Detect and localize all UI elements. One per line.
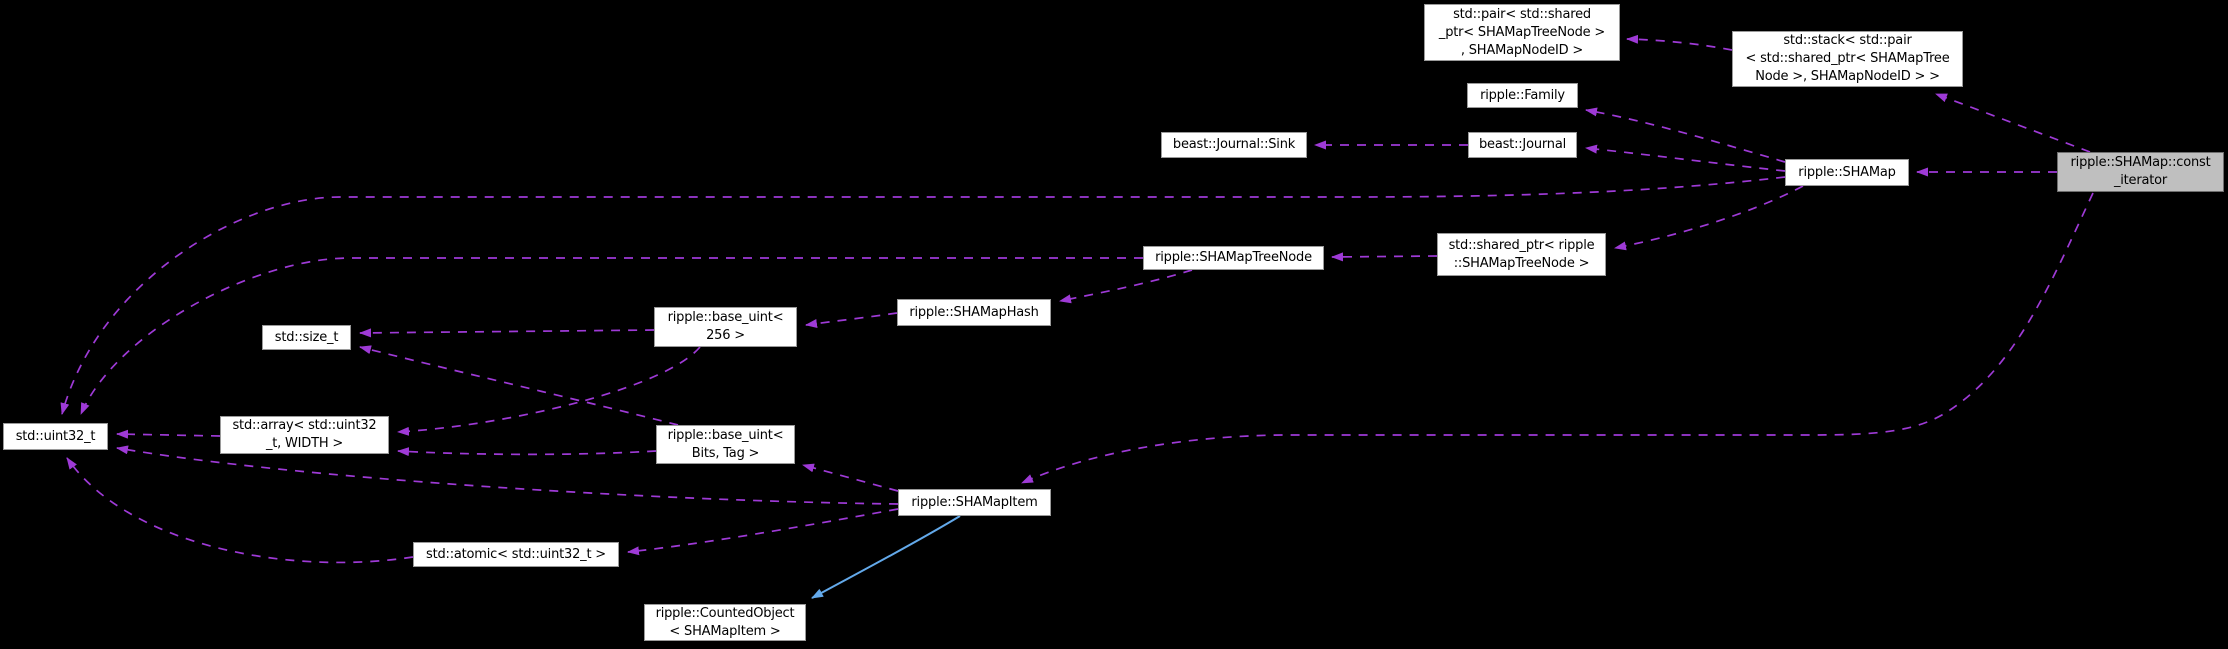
edge-shamap-to-shared-ptr [1614,185,1804,251]
node-std-atomic-uint32[interactable]: std::atomic< std::uint32_t > [413,542,619,567]
node-shamap-const-iterator: ripple::SHAMap::const _iterator [2057,152,2224,192]
edge-shamap-to-uint32-t [60,176,1786,415]
node-shared-ptr-tree-node[interactable]: std::shared_ptr< ripple ::SHAMapTreeNode… [1437,233,1606,276]
edge-shamap-item-to-atomic [627,508,899,556]
edge-base-uint-bits-tag-to-array [397,447,657,457]
node-counted-object[interactable]: ripple::CountedObject < SHAMapItem > [644,604,806,641]
node-std-stack[interactable]: std::stack< std::pair < std::shared_ptr<… [1732,31,1963,87]
node-std-array-uint32[interactable]: std::array< std::uint32 _t, WIDTH > [220,416,389,454]
edge-tree-node-to-shamap-hash [1059,269,1193,304]
edge-shamap-item-to-base-uint-bits-tag [802,463,899,492]
edge-base-uint-256-to-array [397,346,701,436]
node-ripple-family[interactable]: ripple::Family [1467,83,1578,108]
edge-atomic-to-uint32-t [66,457,414,564]
node-std-uint32-t[interactable]: std::uint32_t [3,423,108,450]
node-shamap-tree-node[interactable]: ripple::SHAMapTreeNode [1143,246,1324,270]
edge-base-uint-bits-tag-to-size-t [359,345,679,426]
node-base-uint-256[interactable]: ripple::base_uint< 256 > [654,307,797,347]
edge-shamap-to-family [1585,107,1786,163]
edge-shared-ptr-to-tree-node [1331,252,1438,262]
node-base-uint-bits-tag[interactable]: ripple::base_uint< Bits, Tag > [656,425,795,464]
node-std-size-t[interactable]: std::size_t [262,325,351,350]
edge-const-iterator-to-stack [1935,93,2091,153]
edge-shamap-hash-to-base-uint-256 [805,312,898,328]
edge-base-uint-256-to-size-t [359,328,655,338]
node-beast-journal-sink[interactable]: beast::Journal::Sink [1161,132,1307,158]
node-ripple-shamap[interactable]: ripple::SHAMap [1785,159,1909,186]
node-std-pair[interactable]: std::pair< std::shared _ptr< SHAMapTreeN… [1424,4,1620,61]
node-beast-journal[interactable]: beast::Journal [1468,132,1577,158]
edge-shamap-item-to-counted-object [811,515,961,599]
edge-tree-node-to-uint32-t [80,257,1143,415]
edge-shamap-to-journal [1585,144,1786,172]
node-shamap-item[interactable]: ripple::SHAMapItem [898,489,1051,516]
node-shamap-hash[interactable]: ripple::SHAMapHash [897,299,1051,326]
edge-stack-to-pair [1626,34,1733,51]
edge-array-to-uint32-t [116,429,221,439]
